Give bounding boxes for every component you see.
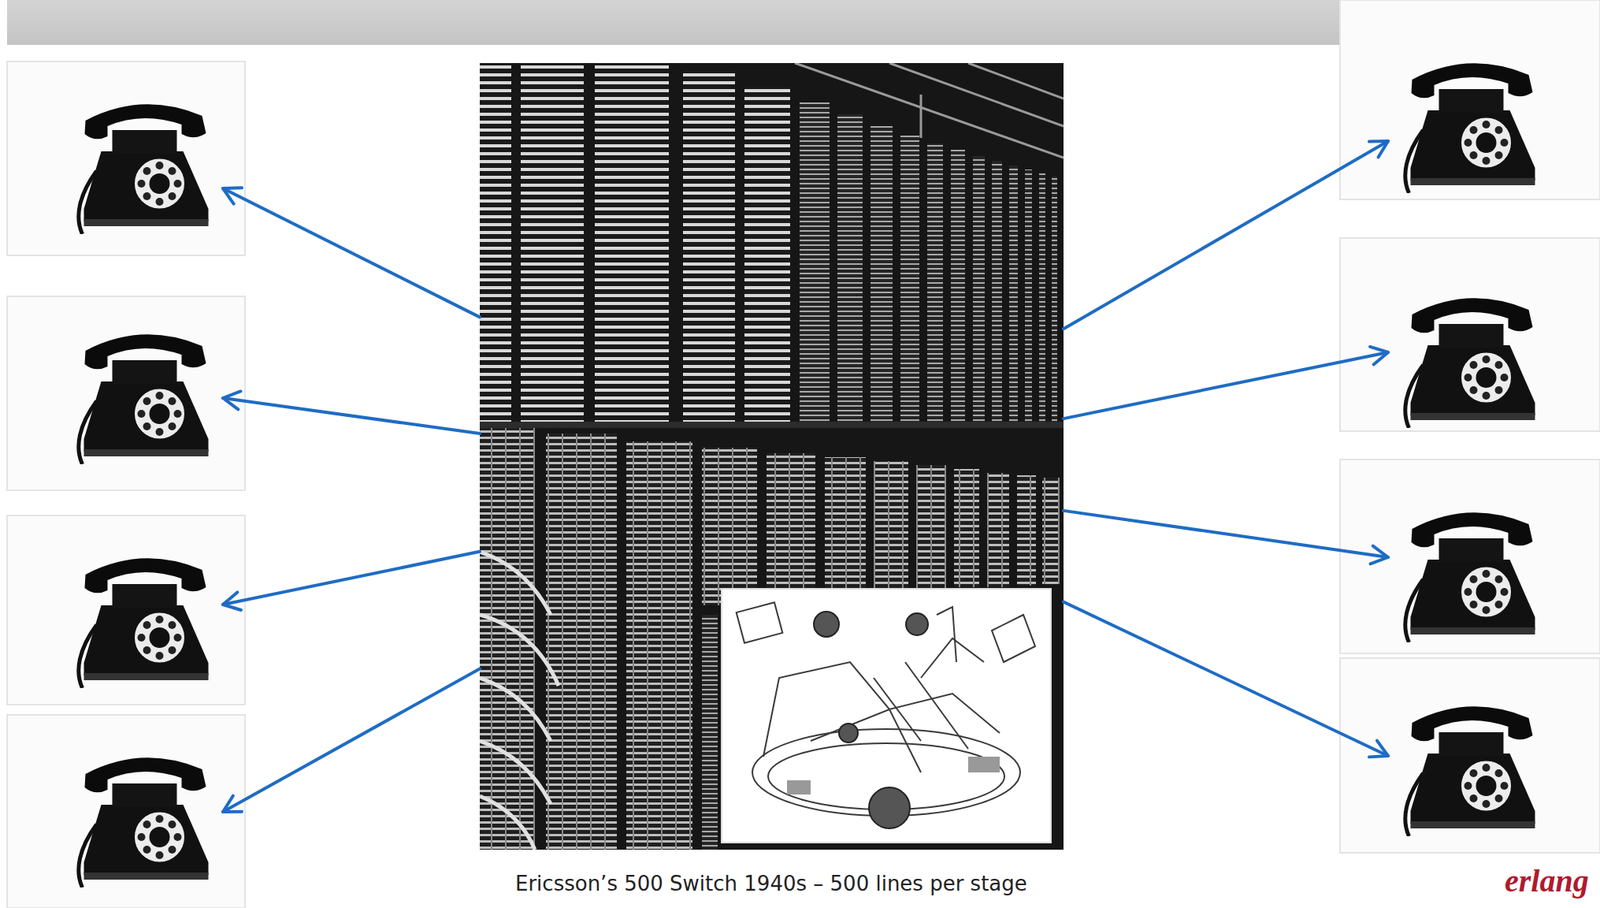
telephone	[1388, 35, 1550, 194]
arrow-head	[222, 591, 242, 610]
arrow-head	[1369, 346, 1389, 365]
telephone-icon	[1388, 678, 1550, 836]
arrow-line	[1063, 141, 1389, 329]
caption: Ericsson’s 500 Switch 1940s – 500 lines …	[515, 871, 1028, 895]
telephone-icon	[61, 530, 223, 688]
arrow-connector	[222, 187, 480, 317]
telephone-icon	[61, 306, 223, 465]
telephone-icon	[61, 76, 223, 234]
arrow-line	[1063, 352, 1389, 419]
telephone-icon	[61, 729, 223, 888]
telephone	[1388, 484, 1550, 643]
arrow-line	[222, 551, 480, 605]
telephone-icon	[1388, 270, 1550, 428]
arrow-line	[222, 188, 480, 317]
arrow-head	[222, 390, 241, 409]
arrow-head	[222, 187, 242, 205]
arrow-line	[222, 397, 480, 434]
arrow-connector	[222, 390, 480, 434]
arrow-connector	[1063, 601, 1389, 758]
telephone-icon	[1388, 484, 1550, 643]
arrow-connector	[222, 551, 480, 610]
switch-photo	[479, 63, 1064, 850]
telephone-icon	[1388, 35, 1550, 194]
arrow-connector	[1063, 346, 1389, 419]
switch-node	[479, 63, 1064, 850]
arrow-connector	[1063, 510, 1389, 565]
telephone	[1388, 270, 1550, 428]
logo-text: erlang	[1504, 861, 1589, 899]
telephone	[1388, 678, 1550, 836]
telephone	[61, 729, 223, 888]
telephone	[61, 530, 223, 688]
arrow-connector	[1063, 141, 1389, 329]
arrow-head	[1369, 740, 1389, 758]
arrow-head	[1369, 141, 1389, 158]
arrow-line	[1063, 510, 1389, 557]
arrow-connector	[222, 668, 480, 812]
arrow-line	[222, 668, 480, 812]
arrow-line	[1063, 601, 1389, 756]
telephone	[61, 76, 223, 234]
arrow-head	[1370, 545, 1389, 565]
arrow-head	[222, 795, 242, 812]
telephone	[61, 306, 223, 465]
